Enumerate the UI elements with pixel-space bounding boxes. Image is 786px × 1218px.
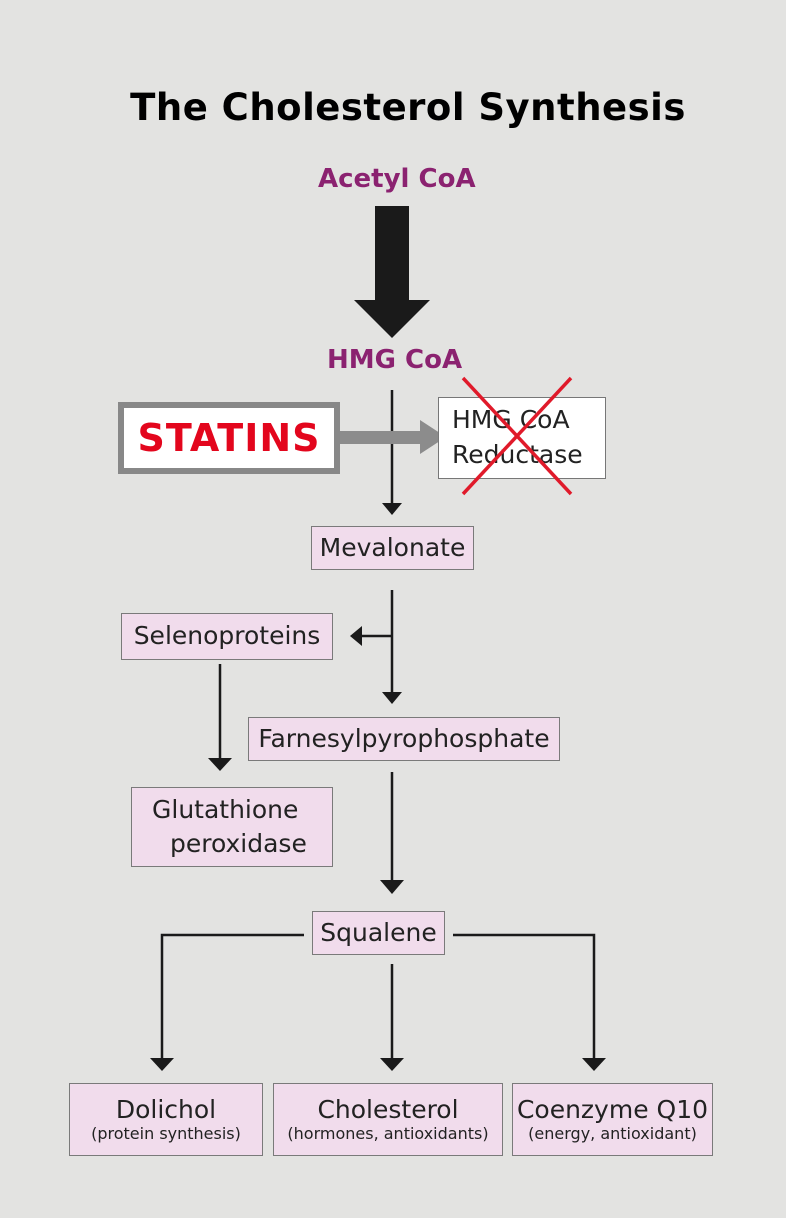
arrow-squalene-to-coq10	[453, 933, 606, 1071]
squalene-label: Squalene	[320, 917, 437, 947]
mevalonate-box: Mevalonate	[311, 526, 474, 570]
hmg-coa-label: HMG CoA	[327, 345, 463, 375]
coenzyme-q10-box: Coenzyme Q10 (energy, antioxidant)	[512, 1083, 713, 1156]
arrow-squalene-to-cholesterol	[380, 964, 404, 1071]
farnesylpyrophosphate-label: Farnesylpyrophosphate	[258, 723, 550, 753]
statins-box: STATINS	[118, 402, 340, 474]
squalene-box: Squalene	[312, 911, 445, 955]
diagram-title: The Cholesterol Synthesis	[130, 86, 686, 129]
coenzyme-q10-note: (energy, antioxidant)	[528, 1124, 697, 1144]
inhibit-arrow-icon	[338, 420, 446, 454]
arrow-mevalonate-to-farnesyl	[382, 590, 402, 704]
arrow-selenoproteins-to-glutathione	[208, 664, 232, 771]
peroxidase-label: peroxidase	[170, 829, 307, 858]
cholesterol-label: Cholesterol	[317, 1094, 459, 1124]
coenzyme-q10-label: Coenzyme Q10	[516, 1094, 709, 1124]
hmg-coa-reductase-box: HMG CoA Reductase	[438, 397, 606, 479]
arrow-hmg-to-mevalonate	[382, 390, 402, 515]
cholesterol-note: (hormones, antioxidants)	[287, 1124, 489, 1144]
acetyl-coa-label: Acetyl CoA	[318, 164, 476, 194]
arrow-farnesyl-to-squalene	[380, 772, 404, 894]
arrow-squalene-to-dolichol	[150, 933, 304, 1071]
dolichol-note: (protein synthesis)	[91, 1124, 241, 1144]
dolichol-label: Dolichol	[115, 1094, 217, 1124]
glutathione-label: Glutathione	[152, 795, 299, 825]
selenoproteins-label: Selenoproteins	[133, 621, 321, 651]
reductase-line2: Reductase	[452, 440, 583, 469]
mevalonate-label: Mevalonate	[319, 532, 466, 562]
selenoproteins-box: Selenoproteins	[121, 613, 333, 660]
big-arrow-icon	[354, 206, 430, 338]
red-cross-icon	[461, 376, 573, 496]
arrow-to-selenoproteins	[350, 626, 392, 646]
cholesterol-box: Cholesterol (hormones, antioxidants)	[273, 1083, 503, 1156]
statins-label: STATINS	[137, 416, 321, 460]
farnesylpyrophosphate-box: Farnesylpyrophosphate	[248, 717, 560, 761]
glutathione-peroxidase-box: Glutathione peroxidase	[131, 787, 333, 867]
dolichol-box: Dolichol (protein synthesis)	[69, 1083, 263, 1156]
